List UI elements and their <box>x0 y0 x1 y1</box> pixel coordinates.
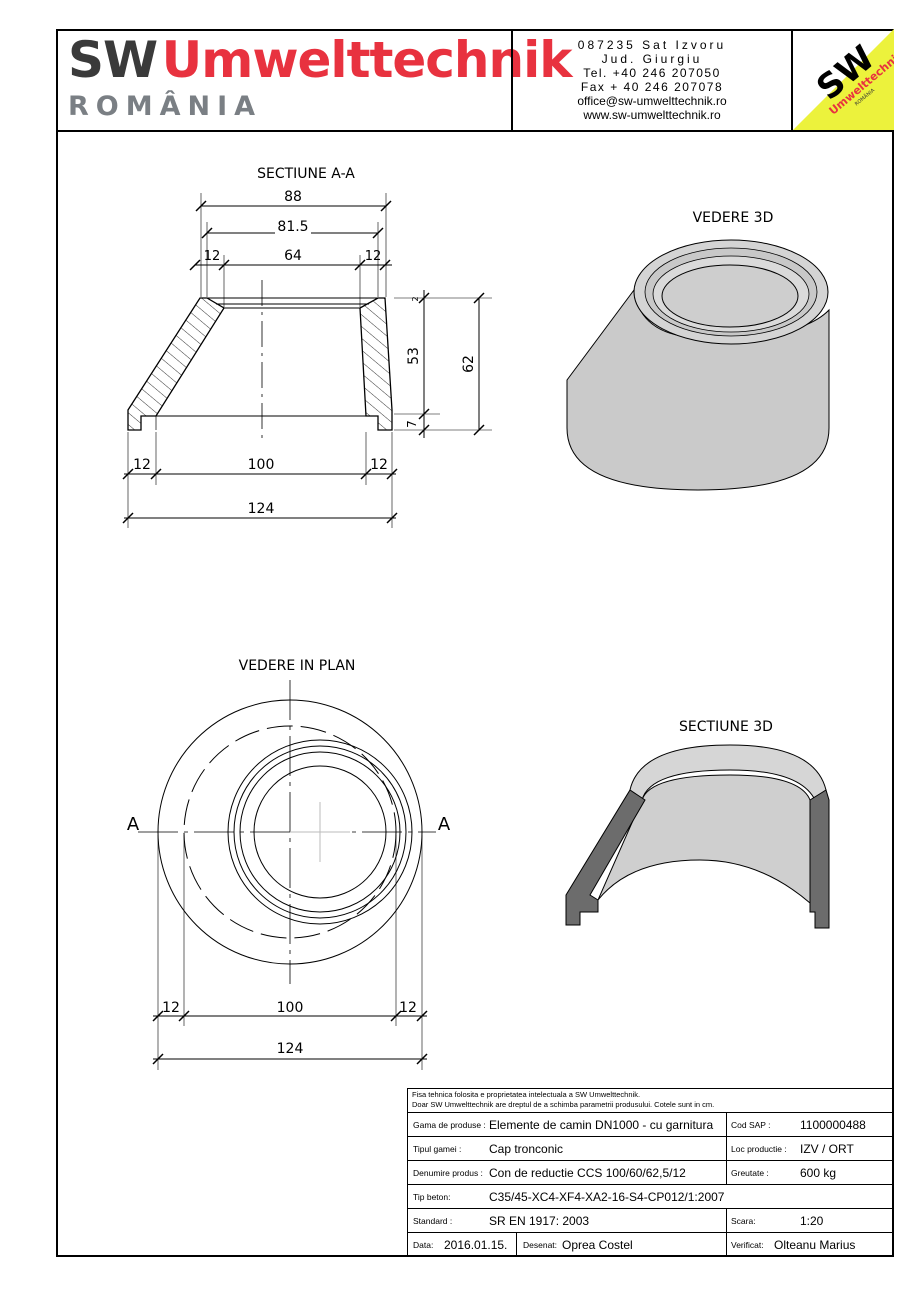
dim-bottom-left: 12 <box>133 457 151 473</box>
note-line1: Fisa tehnica folosita e proprietatea int… <box>412 1090 641 1099</box>
brand-sw: SW <box>68 31 158 89</box>
section-aa-view: SECTIUNE A-A 88 81.5 <box>122 166 492 528</box>
drawn-value: Oprea Costel <box>562 1238 633 1252</box>
telephone: Tel. +40 246 207050 <box>583 66 721 80</box>
plan-view-title: VEDERE IN PLAN <box>239 658 356 674</box>
name-label: Denumire produs : <box>413 1167 483 1178</box>
place-label: Loc productie : <box>731 1143 787 1154</box>
dim-bottom-right: 12 <box>370 457 388 473</box>
dim-height-inner: 53 <box>406 347 422 365</box>
range-label: Gama de produse : <box>413 1119 486 1130</box>
sap-label: Cod SAP : <box>731 1119 771 1130</box>
plan-dim-inner: 100 <box>277 1000 304 1016</box>
dim-top-inner: 64 <box>284 248 302 264</box>
drawing-frame <box>56 29 894 1257</box>
concrete-value: C35/45-XC4-XF4-XA2-16-S4-CP012/1:2007 <box>489 1189 725 1204</box>
title-header: SW Umwelttechnik ROMÂNIA 087235 Sat Izvo… <box>56 29 894 132</box>
brand-country: ROMÂNIA <box>68 91 263 122</box>
title-block: Fisa tehnica folosita e proprietatea int… <box>407 1088 894 1257</box>
address-line2: Jud. Giurgiu <box>601 52 703 66</box>
section-3d-view: SECTIUNE 3D <box>565 719 830 929</box>
row-standard: Standard : SR EN 1917: 2003 Scara: 1:20 <box>408 1209 894 1233</box>
type-label: Tipul gamei : <box>413 1143 462 1154</box>
weight-value: 600 kg <box>800 1165 837 1180</box>
section-left-wall <box>127 297 225 431</box>
row-signatures: Data: 2016.01.15. Desenat: Oprea Costel … <box>408 1233 894 1257</box>
drawn-label: Desenat: <box>523 1240 558 1250</box>
standard-value: SR EN 1917: 2003 <box>489 1213 590 1228</box>
dim-bottom-total: 124 <box>248 501 275 517</box>
row-range-type: Tipul gamei : Cap tronconic Loc producti… <box>408 1137 894 1161</box>
concrete-label: Tip beton: <box>413 1191 451 1202</box>
section-aa-title: SECTIUNE A-A <box>257 166 355 182</box>
checked-value: Olteanu Marius <box>774 1238 856 1252</box>
name-value: Con de reductie CCS 100/60/62,5/12 <box>489 1165 686 1180</box>
note-line2: Doar SW Umwelttechnik are dreptul de a s… <box>412 1100 715 1109</box>
dim-top-mid: 81.5 <box>277 219 308 235</box>
brand-name: Umwelttechnik <box>161 31 573 89</box>
plan-view: VEDERE IN PLAN A A 12 100 12 124 <box>127 658 451 1070</box>
dim-top-left-wall: 12 <box>204 249 221 264</box>
dim-top-outer: 88 <box>284 189 302 205</box>
sap-value: 1100000488 <box>800 1117 866 1132</box>
date-label: Data: <box>413 1240 434 1250</box>
row-product-range: Gama de produse : Elemente de camin DN10… <box>408 1113 894 1137</box>
date-value: 2016.01.15. <box>444 1238 508 1252</box>
row-concrete-type: Tip beton: C35/45-XC4-XF4-XA2-16-S4-CP01… <box>408 1185 894 1209</box>
range-value: Elemente de camin DN1000 - cu garnitura <box>489 1117 714 1132</box>
section-right-wall <box>359 297 393 431</box>
website: www.sw-umwelttechnik.ro <box>583 108 721 122</box>
dim-height-total: 62 <box>461 355 477 373</box>
place-value: IZV / ORT <box>800 1141 854 1156</box>
section-marker-right: A <box>438 814 451 835</box>
plan-dim-total: 124 <box>277 1041 304 1057</box>
brand-logo-text: SW Umwelttechnik <box>68 31 573 89</box>
scale-value: 1:20 <box>800 1213 824 1228</box>
email: office@sw-umwelttechnik.ro <box>577 94 727 108</box>
company-logo: SW Umwelttechnik ROMÂNIA <box>793 29 894 130</box>
view-3d-title: VEDERE 3D <box>693 210 774 226</box>
fax: Fax + 40 246 207078 <box>580 80 724 94</box>
section-3d-title: SECTIUNE 3D <box>679 719 773 735</box>
checked-label: Verificat: <box>731 1240 764 1250</box>
address-line1: 087235 Sat Izvoru <box>577 38 727 52</box>
dim-small-step: 2 <box>411 296 420 301</box>
scale-label: Scara: <box>731 1215 756 1226</box>
weight-label: Greutate : <box>731 1167 769 1178</box>
dim-top-right-wall: 12 <box>365 249 382 264</box>
standard-label: Standard : <box>413 1215 453 1226</box>
contact-block: 087235 Sat Izvoru Jud. Giurgiu Tel. +40 … <box>511 29 793 130</box>
row-product-name: Denumire produs : Con de reductie CCS 10… <box>408 1161 894 1185</box>
plan-dim-left: 12 <box>162 1000 180 1016</box>
plan-dim-right: 12 <box>399 1000 417 1016</box>
dim-bottom-inner: 100 <box>248 457 275 473</box>
title-block-note: Fisa tehnica folosita e proprietatea int… <box>408 1089 894 1113</box>
section-marker-left: A <box>127 814 140 835</box>
dim-base-step: 7 <box>405 420 419 428</box>
view-3d: VEDERE 3D <box>566 210 830 491</box>
type-value: Cap tronconic <box>489 1141 564 1156</box>
